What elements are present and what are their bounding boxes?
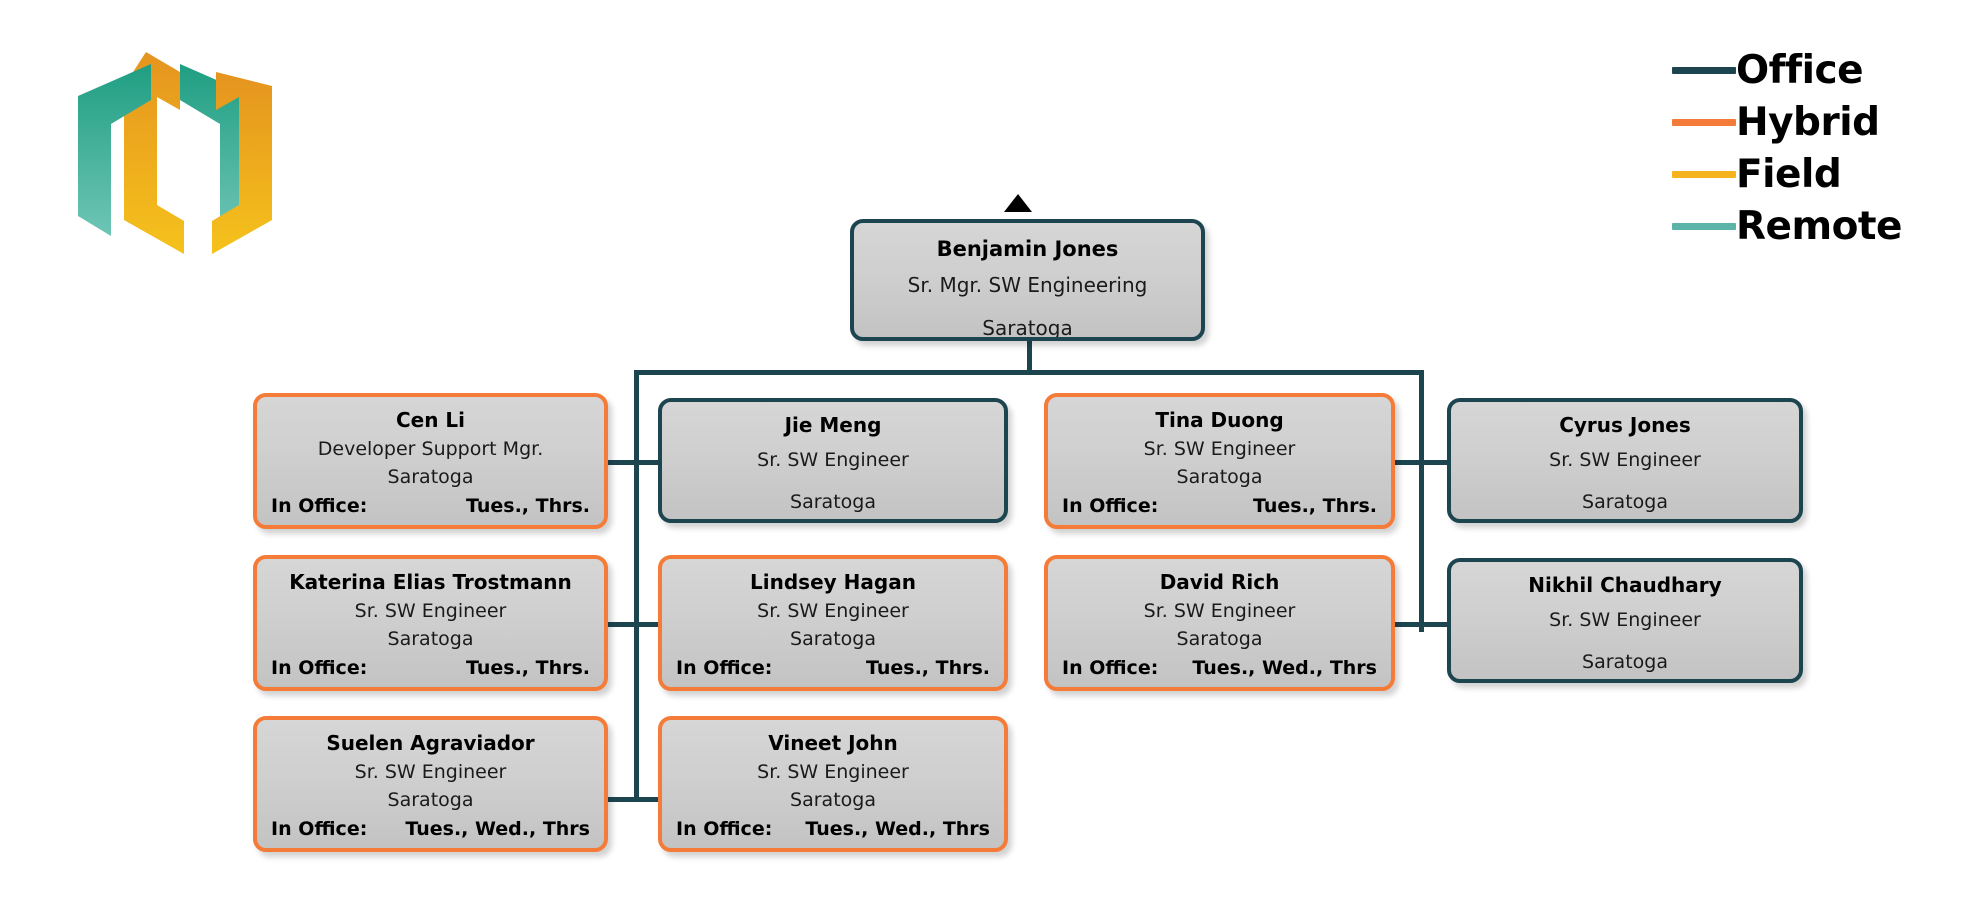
node-office-schedule: In Office: Tues., Thrs. bbox=[271, 494, 590, 520]
node-location: Saratoga bbox=[1176, 465, 1263, 488]
legend-line-icon bbox=[1672, 170, 1736, 178]
node-location: Saratoga bbox=[790, 490, 876, 513]
node-title: Sr. SW Engineer bbox=[354, 600, 507, 622]
legend: Office Hybrid Field Remote bbox=[1672, 44, 1972, 252]
node-title: Sr. SW Engineer bbox=[354, 761, 507, 783]
org-node-card-nikhil-chaudhary[interactable]: Nikhil Chaudhary Sr. SW Engineer Saratog… bbox=[1447, 558, 1803, 683]
node-title: Sr. SW Engineer bbox=[1143, 438, 1296, 460]
office-days: Tues., Wed., Thrs bbox=[405, 818, 590, 841]
node-name: Jie Meng bbox=[784, 413, 882, 437]
legend-item-hybrid: Hybrid bbox=[1672, 96, 1972, 148]
legend-line-icon bbox=[1672, 66, 1736, 74]
node-location: Saratoga bbox=[387, 788, 474, 811]
connector-stub-third-row1 bbox=[1386, 460, 1424, 465]
office-days: Tues., Thrs. bbox=[465, 495, 590, 518]
office-label: In Office: bbox=[676, 818, 773, 841]
legend-label: Hybrid bbox=[1736, 99, 1880, 145]
legend-item-field: Field bbox=[1672, 148, 1972, 200]
node-title: Sr. SW Engineer bbox=[1549, 449, 1701, 471]
node-title: Sr. SW Engineer bbox=[1143, 600, 1296, 622]
org-node-card-cyrus-jones[interactable]: Cyrus Jones Sr. SW Engineer Saratoga bbox=[1447, 398, 1803, 523]
node-name: Suelen Agraviador bbox=[326, 731, 535, 755]
connector-stub-fourth-row1 bbox=[1419, 460, 1457, 465]
node-name: Vineet John bbox=[768, 731, 898, 755]
legend-label: Field bbox=[1736, 151, 1842, 197]
office-label: In Office: bbox=[271, 657, 368, 680]
legend-item-remote: Remote bbox=[1672, 200, 1972, 252]
org-node-card-suelen-agraviador[interactable]: Suelen Agraviador Sr. SW Engineer Sarato… bbox=[253, 716, 608, 852]
connector-stub-mid-row2 bbox=[634, 622, 670, 627]
org-node-card-cen-li[interactable]: Cen Li Developer Support Mgr. Saratoga I… bbox=[253, 393, 608, 529]
node-name: Cyrus Jones bbox=[1559, 413, 1691, 437]
connector-root-stem bbox=[1027, 340, 1032, 373]
node-office-schedule: In Office: Tues., Thrs. bbox=[676, 656, 990, 682]
office-label: In Office: bbox=[1062, 495, 1159, 518]
org-node-card-root[interactable]: Benjamin Jones Sr. Mgr. SW Engineering S… bbox=[850, 219, 1205, 341]
legend-item-office: Office bbox=[1672, 44, 1972, 96]
org-node-card-katerina-elias-trostmann[interactable]: Katerina Elias Trostmann Sr. SW Engineer… bbox=[253, 555, 608, 691]
node-name: Cen Li bbox=[395, 408, 466, 432]
node-title: Developer Support Mgr. bbox=[317, 438, 544, 460]
node-location: Saratoga bbox=[1582, 490, 1668, 513]
node-office-schedule: In Office: Tues., Wed., Thrs bbox=[271, 817, 590, 843]
connector-stub-left-row1 bbox=[598, 460, 638, 465]
org-node-card-vineet-john[interactable]: Vineet John Sr. SW Engineer Saratoga In … bbox=[658, 716, 1008, 852]
node-name: Benjamin Jones bbox=[936, 237, 1119, 261]
node-location: Saratoga bbox=[790, 627, 876, 650]
company-logo-icon bbox=[62, 40, 320, 272]
org-node-card-jie-meng[interactable]: Jie Meng Sr. SW Engineer Saratoga bbox=[658, 398, 1008, 523]
office-label: In Office: bbox=[271, 818, 368, 841]
node-location: Saratoga bbox=[387, 465, 474, 488]
office-days: Tues., Thrs. bbox=[865, 657, 990, 680]
connector-stub-left-row2 bbox=[598, 622, 638, 627]
node-title: Sr. Mgr. SW Engineering bbox=[907, 273, 1148, 298]
node-office-schedule: In Office: Tues., Thrs. bbox=[271, 656, 590, 682]
office-label: In Office: bbox=[1062, 657, 1159, 680]
node-name: Lindsey Hagan bbox=[750, 570, 916, 594]
node-name: Nikhil Chaudhary bbox=[1528, 573, 1722, 597]
office-days: Tues., Thrs. bbox=[1252, 495, 1377, 518]
node-office-schedule: In Office: Tues., Wed., Thrs bbox=[676, 817, 990, 843]
office-label: In Office: bbox=[676, 657, 773, 680]
node-location: Saratoga bbox=[1582, 650, 1668, 673]
node-name: Katerina Elias Trostmann bbox=[289, 570, 572, 594]
node-location: Saratoga bbox=[982, 316, 1073, 341]
node-location: Saratoga bbox=[790, 788, 876, 811]
office-days: Tues., Thrs. bbox=[465, 657, 590, 680]
legend-label: Remote bbox=[1736, 203, 1903, 249]
connector-stub-fourth-row2 bbox=[1419, 622, 1457, 627]
node-location: Saratoga bbox=[1176, 627, 1263, 650]
office-days: Tues., Wed., Thrs bbox=[805, 818, 990, 841]
connector-left-rail bbox=[634, 370, 639, 802]
connector-right-rail bbox=[1419, 370, 1424, 632]
node-location: Saratoga bbox=[387, 627, 474, 650]
node-name: Tina Duong bbox=[1155, 408, 1284, 432]
connector-stub-third-row2 bbox=[1386, 622, 1424, 627]
legend-line-icon bbox=[1672, 118, 1736, 126]
org-node-card-david-rich[interactable]: David Rich Sr. SW Engineer Saratoga In O… bbox=[1044, 555, 1395, 691]
org-node-card-lindsey-hagan[interactable]: Lindsey Hagan Sr. SW Engineer Saratoga I… bbox=[658, 555, 1008, 691]
office-days: Tues., Wed., Thrs bbox=[1192, 657, 1377, 680]
connector-horizontal-bus bbox=[634, 370, 1424, 375]
node-title: Sr. SW Engineer bbox=[757, 600, 909, 622]
collapse-triangle-icon[interactable] bbox=[1004, 194, 1032, 212]
org-node-card-tina-duong[interactable]: Tina Duong Sr. SW Engineer Saratoga In O… bbox=[1044, 393, 1395, 529]
legend-label: Office bbox=[1736, 47, 1864, 93]
office-label: In Office: bbox=[271, 495, 368, 518]
connector-stub-mid-row3 bbox=[634, 797, 670, 802]
node-name: David Rich bbox=[1159, 570, 1280, 594]
node-title: Sr. SW Engineer bbox=[757, 449, 909, 471]
node-title: Sr. SW Engineer bbox=[1549, 609, 1701, 631]
connector-stub-mid-row1 bbox=[634, 460, 670, 465]
node-office-schedule: In Office: Tues., Wed., Thrs bbox=[1062, 656, 1377, 682]
node-office-schedule: In Office: Tues., Thrs. bbox=[1062, 494, 1377, 520]
connector-stub-left-row3 bbox=[598, 797, 638, 802]
node-title: Sr. SW Engineer bbox=[757, 761, 909, 783]
legend-line-icon bbox=[1672, 222, 1736, 230]
